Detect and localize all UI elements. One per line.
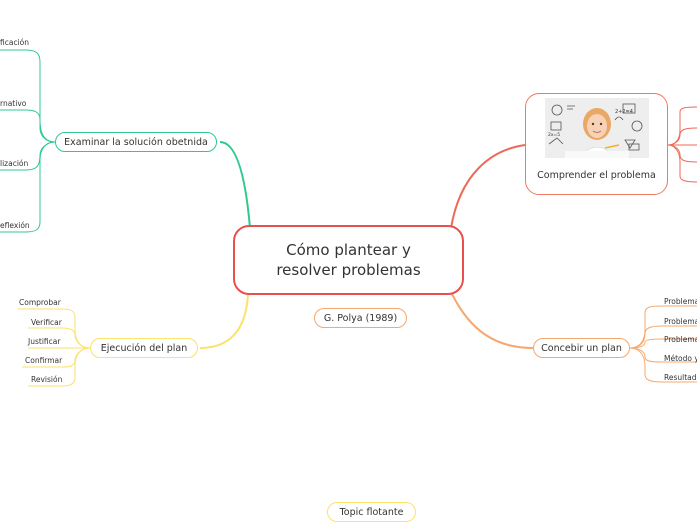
topic-concebir-label: Concebir un plan [541, 342, 622, 354]
girl-math-image: 2+2=4 2x=5 [544, 98, 649, 158]
topic-comprender-label: Comprender el problema [537, 170, 656, 181]
svg-text:2x=5: 2x=5 [548, 132, 560, 138]
leaf-ejecucion-4[interactable]: Confirmar [25, 356, 63, 365]
topic-floating-label: Topic flotante [339, 506, 404, 518]
topic-author-label: G. Polya (1989) [323, 312, 398, 324]
topic-floating[interactable]: Topic flotante [327, 502, 416, 522]
topic-concebir[interactable]: Concebir un plan [533, 338, 630, 358]
leaf-ejecucion-1[interactable]: Comprobar [19, 298, 61, 307]
leaf-concebir-2[interactable]: Problema [664, 317, 697, 326]
leaf-examinar-2[interactable]: rnativo [0, 99, 27, 108]
leaf-ejecucion-5[interactable]: Revisión [31, 375, 63, 384]
leaf-concebir-1[interactable]: Problema [664, 297, 697, 306]
leaf-examinar-3[interactable]: lización [0, 159, 29, 168]
topic-author[interactable]: G. Polya (1989) [314, 308, 407, 328]
topic-ejecucion[interactable]: Ejecución del plan [90, 338, 198, 358]
leaf-concebir-3[interactable]: Problema [664, 335, 697, 344]
topic-examinar[interactable]: Examinar la solución obetnida [55, 132, 217, 152]
central-topic[interactable]: Cómo plantear y resolver problemas [233, 225, 464, 295]
leaf-ejecucion-3[interactable]: Justificar [28, 337, 61, 346]
leaf-ejecucion-2[interactable]: Verificar [31, 318, 62, 327]
leaf-concebir-4[interactable]: Método y [664, 354, 697, 363]
topic-comprender[interactable]: 2+2=4 2x=5 Comprender el problema [525, 93, 668, 195]
svg-text:2+2=4: 2+2=4 [615, 109, 633, 115]
leaf-concebir-5[interactable]: Resultado [664, 373, 697, 382]
topic-examinar-label: Examinar la solución obetnida [64, 136, 208, 148]
leaf-examinar-4[interactable]: eflexión [0, 221, 30, 230]
topic-ejecucion-label: Ejecución del plan [100, 342, 188, 354]
leaf-examinar-1[interactable]: ficación [0, 38, 29, 47]
central-topic-label: Cómo plantear y resolver problemas [276, 241, 421, 279]
